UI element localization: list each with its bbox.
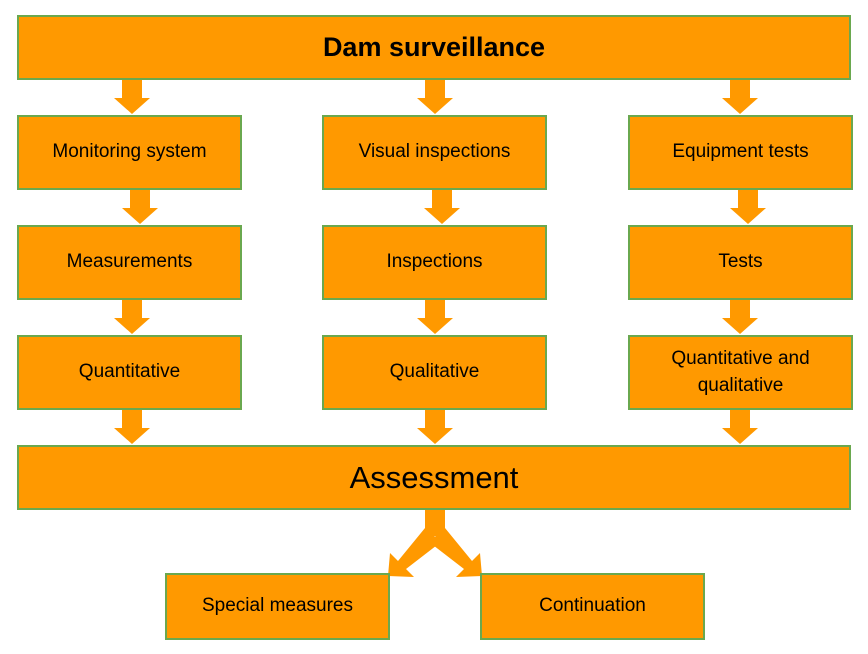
box-tests: Tests bbox=[628, 225, 853, 300]
arrow-monitoring-to-measurements bbox=[122, 190, 158, 224]
box-quantitative: Quantitative bbox=[17, 335, 242, 410]
box-special-measures: Special measures bbox=[165, 573, 390, 640]
arrow-tests-to-quant-qual bbox=[722, 300, 758, 334]
box-continuation: Continuation bbox=[480, 573, 705, 640]
box-qualitative: Qualitative bbox=[322, 335, 547, 410]
label-special-measures: Special measures bbox=[201, 595, 354, 617]
label-assessment: Assessment bbox=[349, 459, 519, 495]
box-measurements: Measurements bbox=[17, 225, 242, 300]
label-visual-inspections: Visual inspections bbox=[358, 141, 511, 163]
label-equipment-tests: Equipment tests bbox=[672, 141, 809, 163]
box-quantitative-and-qualitative: Quantitative and qualitative bbox=[628, 335, 853, 410]
label-inspections: Inspections bbox=[386, 251, 483, 273]
label-qualitative: Qualitative bbox=[389, 361, 480, 383]
arrow-assessment-to-continuation bbox=[429, 528, 482, 577]
arrow-visual-to-inspections bbox=[424, 190, 460, 224]
arrow-title-to-visual bbox=[417, 80, 453, 114]
arrow-equipment-to-tests bbox=[730, 190, 766, 224]
box-assessment: Assessment bbox=[17, 445, 851, 510]
box-visual-inspections: Visual inspections bbox=[322, 115, 547, 190]
arrow-quant-qual-to-assessment bbox=[722, 410, 758, 444]
box-monitoring-system: Monitoring system bbox=[17, 115, 242, 190]
arrow-qualitative-to-assessment bbox=[417, 410, 453, 444]
label-continuation: Continuation bbox=[539, 595, 646, 617]
label-quantitative-and-qualitative: Quantitative and qualitative bbox=[671, 347, 810, 396]
arrow-assessment-stem bbox=[425, 510, 445, 536]
label-tests: Tests bbox=[718, 251, 763, 273]
label-measurements: Measurements bbox=[66, 251, 193, 273]
box-inspections: Inspections bbox=[322, 225, 547, 300]
arrow-assessment-to-special-measures bbox=[388, 528, 441, 577]
arrow-title-to-equipment bbox=[722, 80, 758, 114]
dam-surveillance-header: Dam surveillance bbox=[17, 15, 851, 80]
arrow-title-to-monitoring bbox=[114, 80, 150, 114]
label-quantitative: Quantitative bbox=[78, 361, 181, 383]
arrow-quantitative-to-assessment bbox=[114, 410, 150, 444]
label-monitoring-system: Monitoring system bbox=[52, 141, 207, 163]
dam-surveillance-title: Dam surveillance bbox=[322, 31, 546, 62]
arrow-inspections-to-qualitative bbox=[417, 300, 453, 334]
arrow-measurements-to-quantitative bbox=[114, 300, 150, 334]
box-equipment-tests: Equipment tests bbox=[628, 115, 853, 190]
